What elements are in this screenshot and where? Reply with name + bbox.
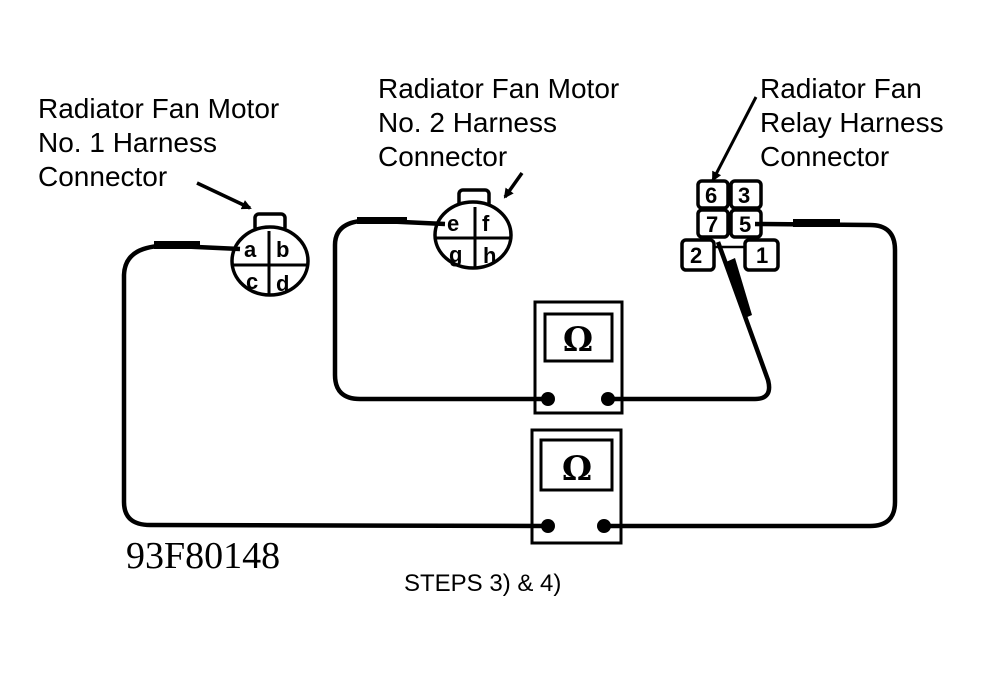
pin-label: e <box>447 211 459 236</box>
pin-label: f <box>482 211 490 236</box>
upper-ohmmeter: Ω <box>533 300 624 415</box>
motor2-leader-arrow <box>503 171 524 199</box>
probe-motor1 <box>154 241 200 249</box>
motor1-connector-label: Radiator Fan Motor No. 1 Harness Connect… <box>38 92 279 194</box>
probe-motor2 <box>357 217 407 224</box>
pin-label: 7 <box>706 212 718 237</box>
label-line: No. 2 Harness <box>378 107 557 138</box>
probe-relay7 <box>726 258 752 318</box>
wire-relay7-to-upper-meter <box>608 241 772 402</box>
figure-caption: STEPS 3) & 4) <box>404 570 562 597</box>
motor2-connector: e f g h <box>433 188 513 270</box>
ohm-symbol-icon: Ω <box>562 449 592 489</box>
motor1-leader-arrow <box>196 181 252 210</box>
pin-label: 2 <box>690 243 702 268</box>
relay-leader-arrow <box>711 96 758 182</box>
ohm-symbol-icon: Ω <box>563 320 593 360</box>
label-line: No. 1 Harness <box>38 127 217 158</box>
probe-relay5 <box>793 219 840 227</box>
label-line: Radiator Fan Motor <box>38 93 280 124</box>
pin-label: b <box>276 237 289 262</box>
relay-connector-label: Radiator Fan Relay Harness Connector <box>760 72 944 174</box>
figure-id: 93F80148 <box>126 535 281 577</box>
motor2-connector-label: Radiator Fan Motor No. 2 Harness Connect… <box>378 72 619 174</box>
label-line: Connector <box>38 161 168 192</box>
pin-label: c <box>246 269 258 294</box>
pin-label: 5 <box>739 212 751 237</box>
pin-label: 3 <box>738 183 750 208</box>
label-line: Connector <box>760 141 890 172</box>
pin-label: g <box>449 242 462 267</box>
wire-relay5-to-lower-meter <box>604 221 898 529</box>
label-line: Relay Harness <box>760 107 944 138</box>
pin-label: 6 <box>705 183 717 208</box>
pin-label: d <box>276 271 289 296</box>
label-line: Connector <box>378 141 508 172</box>
pin-label: a <box>244 237 257 262</box>
pin-label: h <box>483 243 496 268</box>
relay-connector: 6 3 7 5 2 1 <box>680 179 780 272</box>
motor1-connector: a b c d <box>230 212 310 297</box>
pin-label: 1 <box>756 243 768 268</box>
label-line: Radiator Fan Motor <box>378 73 620 104</box>
label-line: Radiator Fan <box>760 73 922 104</box>
